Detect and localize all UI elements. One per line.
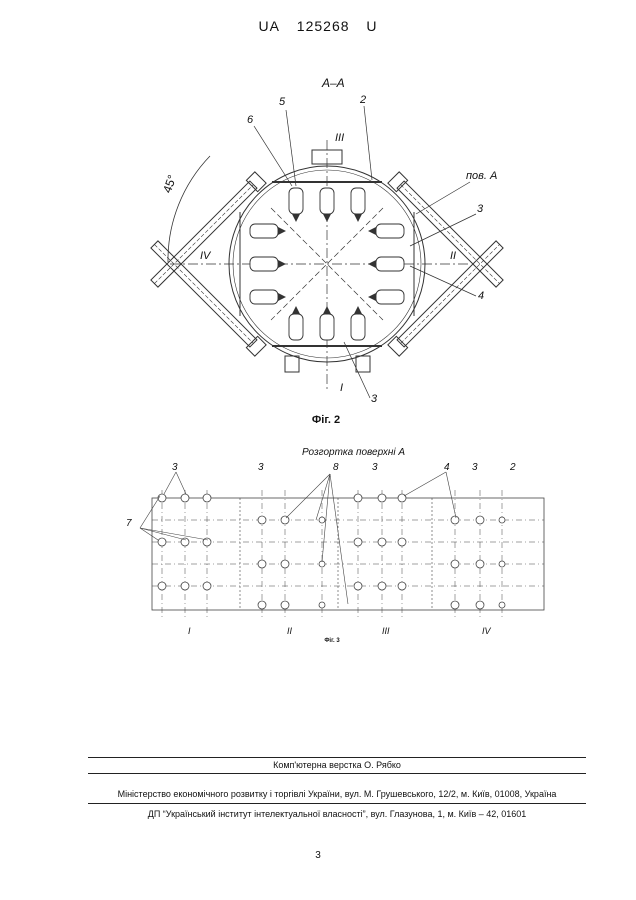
diagonal-2 [270, 207, 384, 321]
callout-3-bottom: 3 [371, 393, 378, 405]
fig3-callout-2: 2 [510, 462, 516, 473]
footer-rule-2 [88, 773, 586, 774]
fig3-callout-4: 4 [444, 462, 450, 473]
header-number: 125268 [296, 18, 350, 34]
fig3-callout-3d: 3 [472, 462, 478, 473]
callout-3-right: 3 [477, 203, 484, 215]
arm-ne [387, 171, 504, 288]
fig3-callout-3a: 3 [172, 462, 178, 473]
arm-se [387, 240, 504, 357]
figure-3-title: Розгортка поверхні А [302, 447, 406, 458]
footer-rule-1 [88, 757, 586, 758]
figure-3-caption: Фіг. 3 [324, 638, 340, 644]
section-dividers [239, 498, 433, 610]
angle-arc [167, 155, 211, 263]
footer-institute: ДП “Український інститут інтелектуальної… [147, 809, 527, 819]
fig2-leaders [253, 105, 477, 399]
axis-label-I: I [340, 382, 344, 394]
figure-2-caption: Фіг. 2 [311, 414, 341, 426]
arm-nw [150, 171, 267, 288]
fig3-leaders [139, 471, 457, 605]
callout-5: 5 [279, 96, 286, 108]
axis-label-IV: IV [200, 250, 211, 262]
section-label: А–А [322, 76, 345, 90]
section-label-II: II [287, 626, 293, 636]
callout-6: 6 [247, 114, 254, 126]
nozzle-tips [278, 214, 376, 314]
bottom-foot-right [355, 355, 371, 373]
fig3-callout-7: 7 [126, 518, 132, 529]
patent-header: UA 125268 U [0, 18, 636, 34]
diagonal-1 [270, 207, 384, 321]
footer-ministry: Міністерство економічного розвитку і тор… [117, 789, 557, 799]
fig3-callout-3b: 3 [258, 462, 264, 473]
page-number: 3 [315, 850, 321, 861]
section-label-III: III [382, 626, 390, 636]
axis-label-II: II [450, 250, 457, 262]
footer-rule-3 [88, 803, 586, 804]
bottom-foot-left [284, 355, 300, 373]
hole-markers [157, 493, 506, 610]
arm-sw [150, 240, 267, 357]
section-label-I: I [188, 626, 191, 636]
fig3-callout-8: 8 [333, 462, 339, 473]
fig3-callout-3c: 3 [372, 462, 378, 473]
section-label-IV: IV [482, 626, 491, 636]
header-country: UA [258, 18, 280, 34]
axis-label-III: III [335, 132, 345, 144]
detail-label: пов. А [466, 170, 498, 182]
diagonal-arms [150, 171, 504, 357]
development-frame [151, 497, 545, 611]
callout-4: 4 [478, 290, 485, 302]
callout-2: 2 [360, 94, 367, 106]
figure-3-drawing [151, 490, 545, 620]
nozzles [249, 187, 405, 341]
header-kind: U [366, 18, 378, 34]
footer-typesetting: Комп'ютерна верстка О. Рябко [273, 760, 401, 770]
grid-lines [152, 490, 544, 620]
